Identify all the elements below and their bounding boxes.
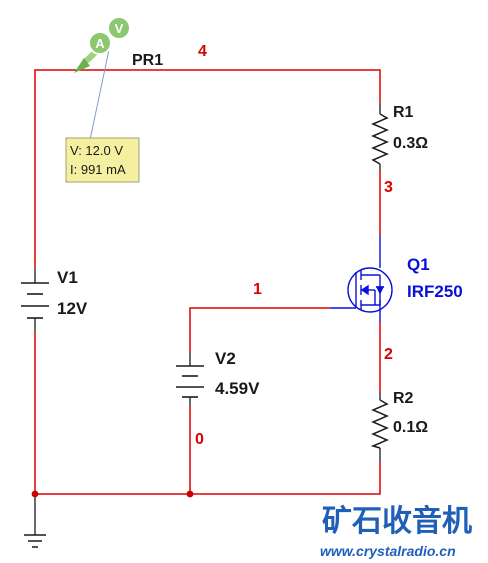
q1-value: IRF250: [407, 282, 463, 301]
r1-name: R1: [393, 104, 414, 121]
svg-text:A: A: [95, 36, 105, 51]
junction-node: [186, 490, 194, 498]
v2-name: V2: [215, 349, 236, 368]
net-label-1: 1: [253, 281, 262, 298]
watermark-url: www.crystalradio.cn: [320, 543, 456, 559]
net-label-4: 4: [198, 43, 207, 60]
ground-symbol[interactable]: [24, 534, 46, 548]
mosfet-q1-symbol[interactable]: [330, 235, 393, 322]
junction-node: [31, 490, 39, 498]
ammeter-icon: A: [88, 31, 112, 55]
wire-net-1: [189, 307, 330, 352]
probe-voltage: V: 12.0 V: [70, 143, 123, 158]
net-label-2: 2: [384, 346, 393, 363]
probe-readout-box: [65, 137, 140, 183]
net-label-0: 0: [195, 431, 204, 448]
v2-value: 4.59V: [215, 379, 260, 398]
component-leads: [34, 103, 381, 535]
wires: [34, 69, 381, 495]
v1-name: V1: [57, 268, 78, 287]
svg-text:V: V: [115, 21, 124, 36]
wire-net-4: [34, 69, 381, 268]
wire-net-0: [34, 332, 381, 495]
probe-pr1[interactable]: [74, 44, 111, 141]
r2-name: R2: [393, 390, 414, 407]
battery-v2-symbol[interactable]: [176, 365, 204, 398]
watermark-title: 矿石收音机: [322, 504, 472, 539]
r2-value: 0.1Ω: [393, 419, 428, 436]
net-label-3: 3: [384, 179, 393, 196]
v1-value: 12V: [57, 299, 88, 318]
resistor-r2-symbol[interactable]: [370, 399, 389, 449]
voltmeter-icon: V: [107, 16, 131, 40]
battery-v1-symbol[interactable]: [21, 282, 49, 319]
r1-value: 0.3Ω: [393, 135, 428, 152]
probe-current: I: 991 mA: [70, 162, 126, 177]
resistor-r1-symbol[interactable]: [371, 113, 389, 165]
probe-name: PR1: [132, 52, 163, 69]
q1-name: Q1: [407, 255, 430, 274]
